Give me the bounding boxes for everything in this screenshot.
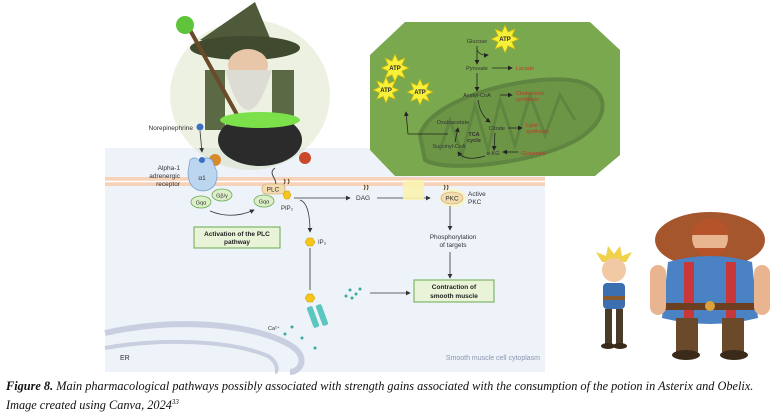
svg-text:ATP: ATP bbox=[499, 37, 511, 43]
svg-text:TCA: TCA bbox=[468, 132, 479, 138]
svg-text:Gqα: Gqα bbox=[259, 200, 270, 206]
plc bbox=[261, 183, 286, 195]
svg-text:Phosphorylation: Phosphorylation bbox=[430, 234, 477, 241]
svg-text:PKC: PKC bbox=[445, 196, 459, 203]
svg-text:Gβ/γ: Gβ/γ bbox=[216, 194, 228, 200]
svg-text:Alpha-1: Alpha-1 bbox=[158, 165, 181, 172]
pkc bbox=[440, 191, 464, 205]
svg-text:synthesis: synthesis bbox=[526, 129, 549, 135]
svg-text:synthesis: synthesis bbox=[516, 97, 539, 103]
norepinephrine-label: Norepinephrine bbox=[149, 125, 194, 132]
oxaloacetate: Oxaloacetate bbox=[437, 120, 469, 126]
acetyl-coa: Acetyl-CoA bbox=[463, 93, 491, 99]
svg-text:IP₃: IP₃ bbox=[318, 240, 327, 246]
svg-text:PIP₂: PIP₂ bbox=[281, 206, 294, 212]
svg-text:Cholesterol: Cholesterol bbox=[516, 91, 544, 97]
ip3-receptor-channel bbox=[306, 304, 329, 328]
signaling-pathway: Norepinephrine Alpha-1 adrenergic recept… bbox=[149, 123, 495, 350]
alpha1-receptor bbox=[187, 157, 218, 192]
svg-text:cycle: cycle bbox=[467, 138, 481, 144]
svg-text:PKC: PKC bbox=[468, 199, 482, 206]
citrate: Citrate bbox=[489, 126, 505, 132]
svg-text:Contraction of: Contraction of bbox=[432, 284, 477, 291]
glucose: Glucose bbox=[467, 39, 487, 45]
svg-text:ATP: ATP bbox=[380, 88, 392, 94]
dag-label: DAG bbox=[356, 195, 370, 202]
svg-text:Ca²⁺: Ca²⁺ bbox=[268, 325, 280, 332]
gq-alpha-1 bbox=[190, 195, 212, 209]
er-membrane bbox=[104, 321, 305, 375]
characters-illustration bbox=[596, 212, 770, 360]
svg-text:Gqα: Gqα bbox=[196, 201, 207, 207]
g-beta-gamma bbox=[211, 188, 233, 202]
svg-text:ATP: ATP bbox=[414, 90, 426, 96]
svg-text:Active: Active bbox=[468, 191, 486, 198]
svg-text:ATP: ATP bbox=[389, 66, 401, 72]
large-warrior bbox=[650, 212, 770, 360]
svg-text:Lipid: Lipid bbox=[526, 123, 538, 129]
svg-text:adrenergic: adrenergic bbox=[149, 173, 180, 180]
svg-text:Activation of the PLC: Activation of the PLC bbox=[204, 231, 270, 238]
figure-label: Figure 8. bbox=[6, 379, 54, 393]
ip3-hexagon bbox=[304, 237, 316, 247]
metabolism-panel: ATP ATP ATP ATP Glucose Pyruvate Lactate… bbox=[370, 22, 620, 176]
svg-text:PLC: PLC bbox=[267, 187, 280, 194]
contraction-box bbox=[413, 279, 495, 303]
svg-text:smooth muscle: smooth muscle bbox=[430, 293, 478, 300]
svg-text:α1: α1 bbox=[198, 175, 206, 182]
er-label: ER bbox=[120, 355, 130, 362]
glutamine: Glutamine bbox=[521, 151, 546, 157]
lactate: Lactate bbox=[516, 66, 534, 72]
pip2-hexagon bbox=[282, 190, 292, 200]
caption-text: Main pharmacological pathways possibly a… bbox=[6, 379, 754, 413]
druid-illustration bbox=[170, 2, 330, 191]
gq-alpha-2 bbox=[253, 194, 275, 208]
cytoplasm-label: Smooth muscle cell cytoplasm bbox=[446, 355, 540, 362]
succinyl-coa: Succinyl-CoA bbox=[432, 144, 465, 150]
caption-reference: 33 bbox=[171, 398, 179, 406]
pyruvate: Pyruvate bbox=[466, 66, 488, 72]
svg-text:of targets: of targets bbox=[439, 242, 467, 249]
calcium-ions bbox=[283, 287, 362, 350]
norepinephrine-ligand bbox=[196, 123, 204, 131]
figure-caption: Figure 8. Main pharmacological pathways … bbox=[6, 378, 778, 413]
cell-panel: ER Smooth muscle cell cytoplasm bbox=[104, 148, 545, 375]
svg-text:receptor: receptor bbox=[156, 181, 181, 188]
alpha-kg: α-KG bbox=[487, 151, 500, 157]
activation-plc-box bbox=[193, 226, 281, 249]
small-warrior bbox=[596, 246, 632, 349]
svg-text:pathway: pathway bbox=[224, 239, 250, 246]
